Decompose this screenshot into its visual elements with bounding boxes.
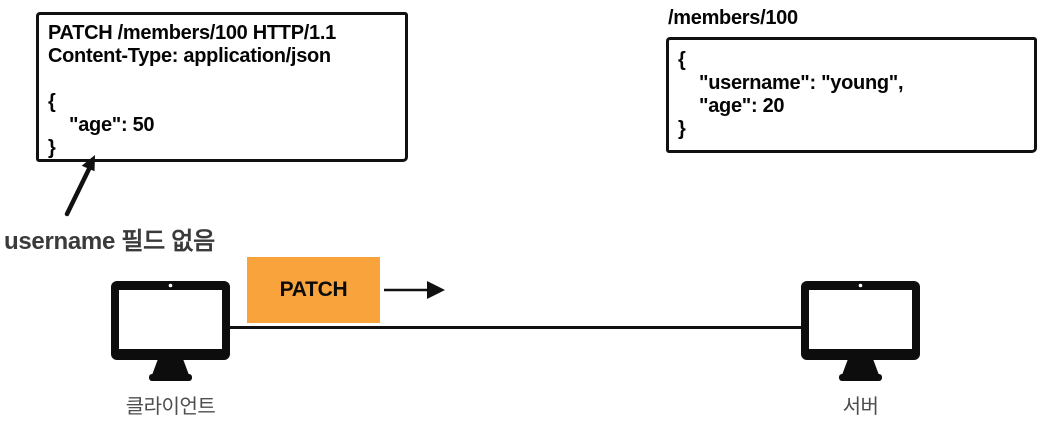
blank-line bbox=[48, 68, 396, 91]
resource-json-age-field: "age": 20 bbox=[678, 95, 785, 117]
server-monitor-icon bbox=[801, 281, 920, 381]
request-line: PATCH /members/100 HTTP/1.1 bbox=[48, 22, 336, 44]
resource-path-label: /members/100 bbox=[668, 7, 798, 29]
patch-method-box: PATCH bbox=[247, 257, 380, 323]
client-server-connection-line bbox=[228, 326, 803, 329]
request-json-close-brace: } bbox=[48, 137, 56, 159]
client-monitor-icon bbox=[111, 281, 230, 381]
patch-method-label: PATCH bbox=[279, 278, 348, 301]
http-request-box: PATCH /members/100 HTTP/1.1 Content-Type… bbox=[36, 12, 408, 162]
resource-json-username-field: "username": "young", bbox=[678, 72, 904, 94]
request-json-open-brace: { bbox=[48, 91, 56, 113]
annotation-arrow bbox=[64, 155, 95, 217]
resource-state-box: { "username": "young", "age": 20 } bbox=[666, 37, 1037, 153]
server-label: 서버 bbox=[842, 396, 879, 418]
request-direction-arrow bbox=[384, 281, 445, 299]
resource-json-open-brace: { bbox=[678, 49, 686, 71]
request-json-age-field: "age": 50 bbox=[48, 114, 155, 136]
client-label: 클라이언트 bbox=[125, 396, 216, 418]
annotation-label: username 필드 없음 bbox=[4, 228, 215, 255]
content-type-header-line: Content-Type: application/json bbox=[48, 45, 331, 67]
resource-json-close-brace: } bbox=[678, 118, 686, 140]
